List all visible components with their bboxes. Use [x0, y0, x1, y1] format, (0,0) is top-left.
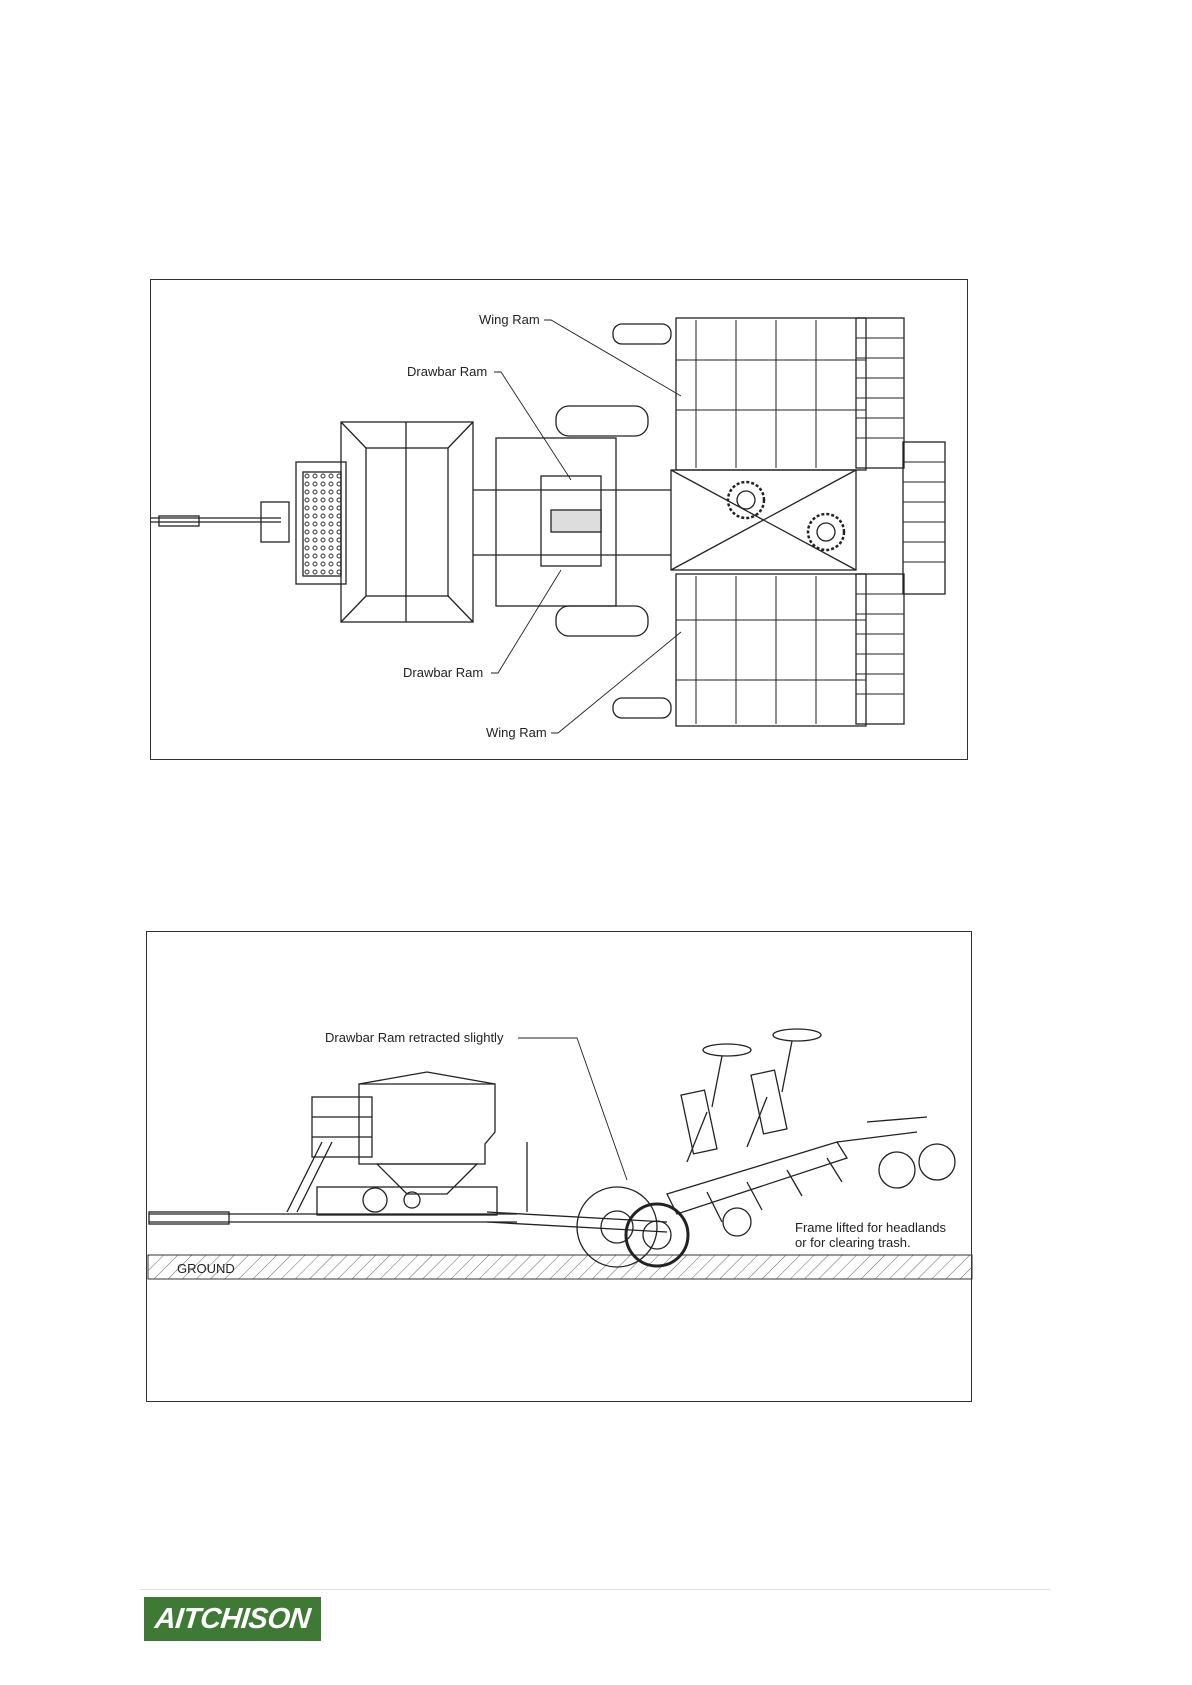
frame-lifted-label-line1: Frame lifted for headlands	[795, 1220, 947, 1235]
drawbar-ram-bottom-label: Drawbar Ram	[403, 665, 483, 680]
top-view-figure: Wing Ram Drawbar Ram Drawbar Ram Wing Ra…	[150, 279, 968, 760]
footer-divider	[140, 1589, 1050, 1590]
top-view-drawing: Wing Ram Drawbar Ram Drawbar Ram Wing Ra…	[151, 280, 969, 761]
ground-label: GROUND	[177, 1261, 235, 1276]
side-view-figure: GROUND	[146, 931, 972, 1402]
logo-text: AITCHISON	[153, 1603, 311, 1636]
wing-ram-bottom-label: Wing Ram	[486, 725, 547, 740]
ground-strip	[148, 1255, 972, 1279]
drawbar-ram-top-label: Drawbar Ram	[407, 364, 487, 379]
aitchison-logo: AITCHISON	[144, 1597, 321, 1641]
drawbar-retracted-label: Drawbar Ram retracted slightly	[325, 1030, 504, 1045]
side-view-drawing: GROUND	[147, 932, 973, 1403]
wing-ram-top-label: Wing Ram	[479, 312, 540, 327]
frame-lifted-label-line2: or for clearing trash.	[795, 1235, 911, 1250]
